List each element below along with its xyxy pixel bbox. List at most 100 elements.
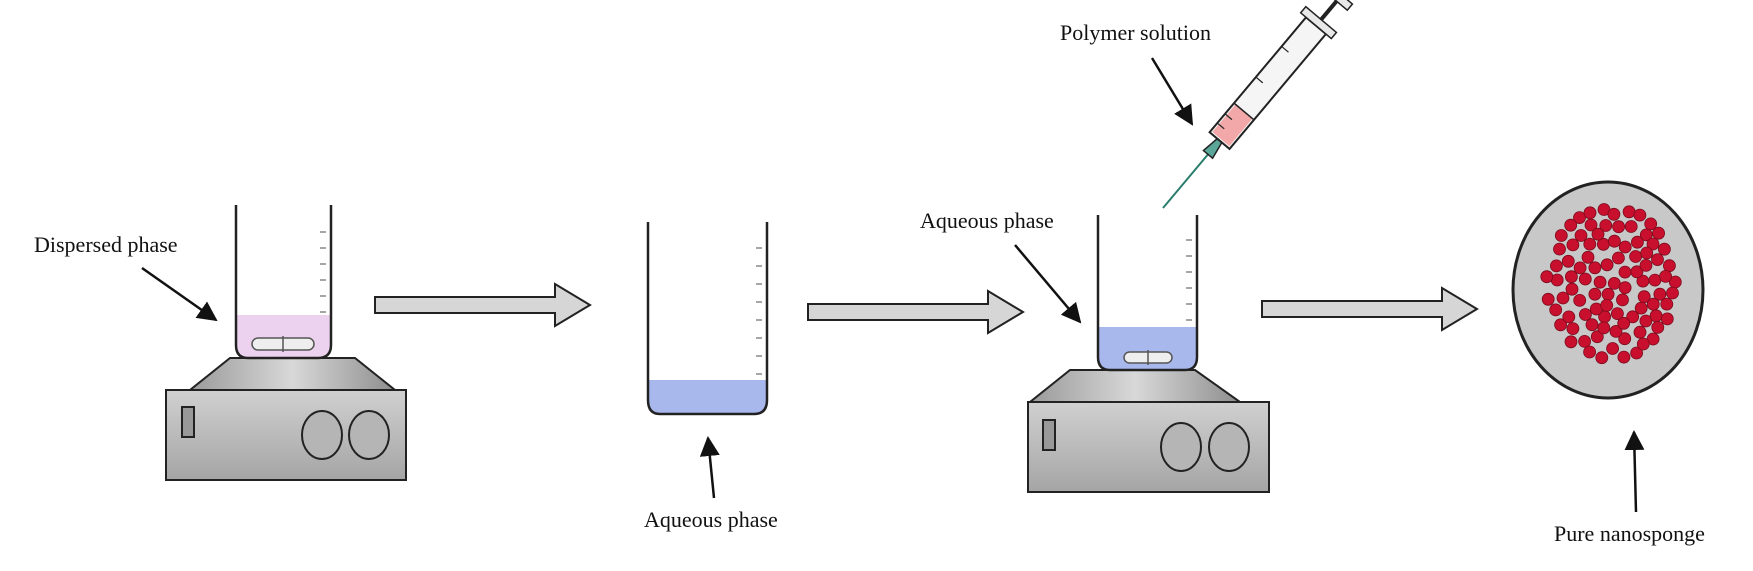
- nanosponge-particle: [1550, 259, 1563, 273]
- nanosponge-particle: [1593, 275, 1607, 289]
- nanosponge-particle: [1618, 332, 1632, 346]
- petri-dish-icon: [1511, 180, 1705, 400]
- nanosponge-particle: [1639, 228, 1653, 242]
- nanosponge-particle: [1564, 335, 1578, 349]
- nanosponge-particle: [1600, 298, 1614, 312]
- nanosponge-particle: [1573, 261, 1587, 275]
- nanosponge-particle: [1611, 307, 1624, 321]
- pointer-aqueous-phase-1: [699, 436, 720, 499]
- nanosponge-particle: [1663, 259, 1676, 273]
- nanosponge-particle: [1624, 220, 1638, 233]
- nanosponge-particle: [1648, 273, 1662, 287]
- process-arrow-3: [1261, 286, 1479, 332]
- nanosponge-particle: [1565, 270, 1578, 284]
- nanosponge-particle: [1540, 270, 1554, 284]
- nanosponge-particle: [1651, 320, 1665, 334]
- nanosponge-particle: [1562, 310, 1576, 324]
- nanosponge-particle: [1578, 334, 1591, 348]
- process-arrow-1: [374, 282, 592, 328]
- nanosponge-particle: [1659, 269, 1672, 283]
- label-aqueous-phase-2: Aqueous phase: [920, 208, 1054, 233]
- nanosponge-particle: [1565, 282, 1579, 296]
- nanosponge-particle: [1554, 318, 1567, 332]
- beaker-icon: [234, 205, 333, 360]
- nanosponge-particle: [1649, 309, 1663, 323]
- nanosponge-particle: [1653, 287, 1667, 301]
- nanosponge-particle: [1549, 303, 1563, 317]
- nanosponge-particles: [1540, 203, 1682, 365]
- nanosponge-particle: [1617, 350, 1631, 364]
- nanosponge-particle: [1660, 297, 1674, 311]
- label-pure-nanosponge: Pure nanosponge: [1554, 521, 1705, 546]
- nanosponge-particle: [1646, 297, 1660, 311]
- nanosponge-particle: [1612, 220, 1625, 234]
- nanosponge-particle: [1634, 301, 1648, 315]
- nanosponge-particle: [1578, 272, 1592, 286]
- nanosponge-particle: [1644, 217, 1658, 231]
- nanosponge-particle: [1591, 227, 1605, 241]
- nanosponge-particle: [1574, 229, 1588, 242]
- pointer-pure-nanosponge: [1624, 430, 1645, 513]
- stirrer-1: [165, 205, 407, 481]
- nanosponge-particle: [1579, 308, 1592, 321]
- nanosponge-particle: [1618, 281, 1632, 295]
- nanosponge-particle: [1639, 258, 1653, 272]
- pointer-dispersed-phase: [141, 266, 218, 322]
- nanosponge-particle: [1631, 235, 1644, 249]
- nanosponge-particle: [1606, 342, 1619, 355]
- nanosponge-particle: [1553, 242, 1566, 256]
- nanosponge-particle: [1607, 276, 1621, 290]
- nanosponge-particle: [1573, 211, 1586, 225]
- nanosponge-particle: [1633, 208, 1647, 222]
- beaker-aqueous: [646, 222, 769, 416]
- nanosponge-particle: [1590, 330, 1604, 344]
- nanosponge-particle: [1658, 242, 1671, 256]
- nanosponge-particle: [1618, 240, 1632, 254]
- nanosponge-particle: [1633, 325, 1647, 339]
- nanosponge-particle: [1561, 254, 1575, 268]
- nanosponge-particle: [1600, 258, 1614, 272]
- syringe-icon: [1162, 0, 1354, 209]
- nanosponge-particle: [1608, 234, 1621, 248]
- nanosponge-particle: [1639, 314, 1653, 328]
- nanosponge-particle: [1583, 237, 1597, 251]
- nanosponge-particle: [1617, 316, 1631, 330]
- nanosponge-particle: [1583, 206, 1597, 220]
- process-arrow-2: [807, 289, 1025, 335]
- nanosponge-particle: [1585, 318, 1599, 332]
- nanosponge-particle: [1564, 218, 1578, 232]
- nanosponge-particle: [1583, 345, 1596, 359]
- nanosponge-particle: [1581, 250, 1595, 264]
- pointer-polymer-solution: [1150, 57, 1194, 126]
- nanosponge-particle: [1640, 246, 1654, 260]
- nanosponge-particle: [1651, 253, 1664, 267]
- magnetic-stirrer-icon: [165, 357, 407, 481]
- label-aqueous-phase-1: Aqueous phase: [644, 507, 778, 532]
- magnetic-stirrer-icon: [1027, 369, 1270, 493]
- nanosponge-particle: [1566, 238, 1580, 252]
- beaker-icon: [1096, 215, 1199, 372]
- nanosponge-particle: [1666, 286, 1679, 300]
- nanosponge-particle: [1556, 291, 1570, 305]
- pointer-aqueous-phase-2: [1014, 244, 1082, 324]
- nanosponge-particle: [1588, 261, 1602, 275]
- nanosponge-particle: [1652, 226, 1665, 240]
- label-dispersed-phase: Dispersed phase: [34, 232, 178, 257]
- nanosponge-particle: [1554, 229, 1568, 242]
- nanosponge-particle: [1636, 337, 1650, 351]
- nanosponge-particle: [1612, 251, 1625, 265]
- nanosponge-particle: [1616, 293, 1629, 307]
- stirrer-2: [1027, 215, 1270, 493]
- nanosponge-particle: [1541, 292, 1555, 306]
- nanosponge-particle: [1595, 351, 1609, 365]
- nanosponge-particle: [1601, 287, 1615, 301]
- nanosponge-particle: [1588, 287, 1602, 301]
- nanosponge-particle: [1597, 321, 1611, 335]
- nanosponge-particle: [1607, 207, 1621, 221]
- nanosponge-particle: [1646, 237, 1660, 251]
- nanosponge-particle: [1629, 250, 1642, 263]
- nanosponge-particle: [1599, 219, 1613, 232]
- nanosponge-particle: [1630, 346, 1643, 360]
- nanosponge-particle: [1609, 324, 1623, 338]
